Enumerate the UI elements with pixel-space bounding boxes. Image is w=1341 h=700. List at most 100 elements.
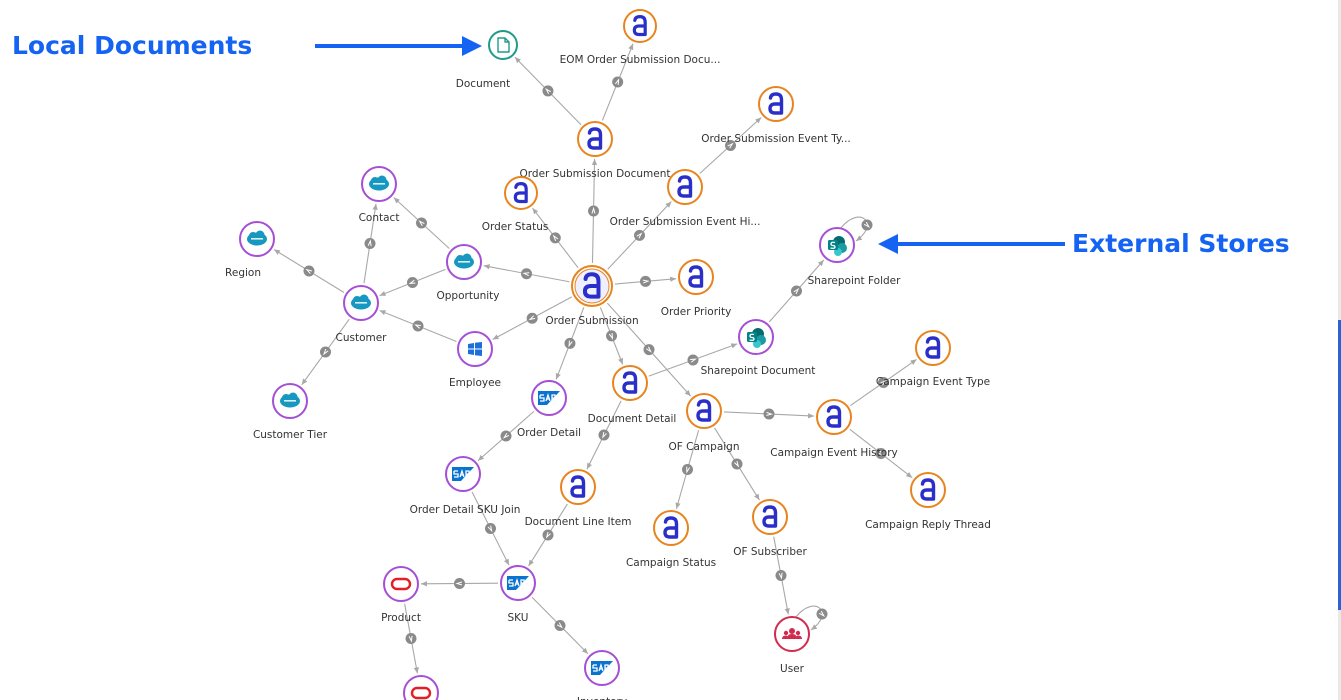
node-dli[interactable]: Document Line Item	[525, 469, 632, 528]
anaplan-icon	[925, 336, 941, 359]
anaplan-icon	[762, 505, 778, 528]
node-document[interactable]: Document	[456, 30, 518, 90]
node-label: Order Priority	[661, 306, 732, 318]
edge-badge[interactable]	[485, 523, 496, 534]
node-label: User	[780, 663, 805, 675]
node-label: Order Detail SKU Join	[410, 504, 521, 516]
salesforce-icon	[247, 230, 267, 246]
edge-badge[interactable]	[606, 330, 618, 342]
anaplan-icon	[696, 399, 712, 422]
edge-badge[interactable]	[564, 337, 576, 349]
edge-badge[interactable]	[416, 217, 427, 229]
edge-badge[interactable]	[643, 344, 655, 356]
node-user[interactable]: User	[774, 616, 810, 675]
edge-badge[interactable]	[687, 354, 699, 366]
edge-badge[interactable]	[542, 529, 554, 541]
node-label: Sharepoint Folder	[808, 275, 902, 287]
edge-badge[interactable]	[500, 430, 512, 442]
edge-badge[interactable]	[320, 346, 331, 358]
node-region[interactable]: Region	[225, 221, 275, 279]
node-ceh[interactable]: Campaign Event History	[770, 399, 898, 459]
windows-icon	[468, 342, 482, 356]
node-cstatus[interactable]: Campaign Status	[626, 510, 716, 569]
node-label: Order Submission Event Ty...	[701, 133, 851, 145]
edge-badge[interactable]	[725, 140, 736, 151]
edge-badge[interactable]	[875, 448, 887, 459]
edge-badge[interactable]	[878, 377, 889, 388]
oracle-icon	[410, 686, 432, 700]
node-customer[interactable]: Customer	[335, 285, 387, 344]
edge-badge[interactable]	[407, 277, 418, 288]
edge-badge[interactable]	[682, 464, 693, 475]
node-opriority[interactable]: Order Priority	[661, 259, 732, 318]
node-employee[interactable]: Employee	[449, 331, 501, 389]
edge-badge[interactable]	[454, 578, 465, 589]
edge-badge[interactable]	[598, 429, 610, 441]
edge-badge[interactable]	[634, 229, 646, 241]
edge-badge[interactable]	[303, 265, 315, 277]
edge-badge[interactable]	[861, 219, 873, 231]
salesforce-icon	[351, 294, 371, 310]
edge-badge[interactable]	[526, 312, 538, 324]
node-odsku[interactable]: Order Detail SKU Join	[410, 456, 521, 516]
edge-badge[interactable]	[412, 320, 424, 332]
node-oset[interactable]: Order Submission Event Ty...	[701, 86, 851, 145]
node-os[interactable]: Order Submission	[545, 265, 639, 327]
self-loop-spfolder[interactable]	[840, 216, 868, 242]
edge-badge[interactable]	[763, 408, 775, 420]
salesforce-icon	[369, 175, 389, 191]
node-oracle2[interactable]	[403, 675, 439, 700]
node-label: Order Submission Event Hi...	[610, 216, 761, 228]
node-label: Sharepoint Document	[701, 365, 816, 377]
edge-badge[interactable]	[731, 458, 743, 470]
node-sku[interactable]: SKU	[500, 565, 536, 624]
edge-badge[interactable]	[588, 205, 600, 217]
edge-badge[interactable]	[639, 275, 651, 287]
node-label: SKU	[508, 612, 529, 624]
node-product[interactable]: Product	[381, 566, 421, 624]
node-ofc[interactable]: OF Campaign	[669, 393, 740, 453]
sharepoint-icon	[747, 328, 766, 348]
node-label: Customer	[335, 332, 387, 344]
node-ofs[interactable]: OF Subscriber	[733, 499, 807, 558]
edge-badge[interactable]	[549, 232, 561, 244]
node-label: Document Detail	[588, 413, 677, 425]
edge-badge[interactable]	[521, 268, 533, 280]
node-ring	[383, 566, 419, 602]
self-loop-user[interactable]	[795, 605, 823, 631]
node-ddetail[interactable]: Document Detail	[588, 365, 677, 425]
edge-badge[interactable]	[405, 633, 417, 644]
node-spdoc[interactable]: Sharepoint Document	[701, 319, 816, 377]
node-inventory[interactable]: Inventory	[577, 650, 627, 700]
edge-badge[interactable]	[554, 620, 566, 631]
edge-badge[interactable]	[612, 76, 624, 88]
node-label: Region	[225, 267, 261, 279]
oracle-icon	[390, 577, 412, 591]
node-eom[interactable]: EOM Order Submission Docu...	[560, 9, 721, 66]
node-label: Inventory	[577, 696, 627, 700]
node-label: Product	[381, 612, 421, 624]
node-oseh[interactable]: Order Submission Event Hi...	[610, 169, 761, 228]
node-crt[interactable]: Campaign Reply Thread	[865, 472, 991, 531]
edge-badge[interactable]	[364, 238, 376, 249]
node-label: Campaign Reply Thread	[865, 519, 991, 531]
scrollbar-highlight	[1338, 320, 1341, 610]
node-cet[interactable]: Campaign Event Type	[876, 330, 990, 388]
edge-badge[interactable]	[791, 285, 802, 297]
anaplan-icon	[688, 265, 704, 288]
node-opportunity[interactable]: Opportunity	[436, 244, 500, 302]
node-spfolder[interactable]: Sharepoint Folder	[808, 227, 902, 287]
node-ostatus[interactable]: Order Status	[482, 176, 549, 233]
anaplan-icon	[570, 475, 586, 498]
sap-icon	[452, 467, 474, 481]
node-contact[interactable]: Contact	[359, 166, 400, 224]
edge-badge[interactable]	[542, 85, 554, 97]
edge-badge[interactable]	[775, 570, 787, 581]
salesforce-icon	[280, 392, 300, 408]
node-osd[interactable]: Order Submission Document	[520, 121, 671, 180]
edge-badge[interactable]	[816, 608, 828, 620]
node-odetail[interactable]: Order Detail	[517, 380, 581, 439]
node-ctier[interactable]: Customer Tier	[253, 383, 328, 441]
document-icon	[497, 37, 510, 53]
